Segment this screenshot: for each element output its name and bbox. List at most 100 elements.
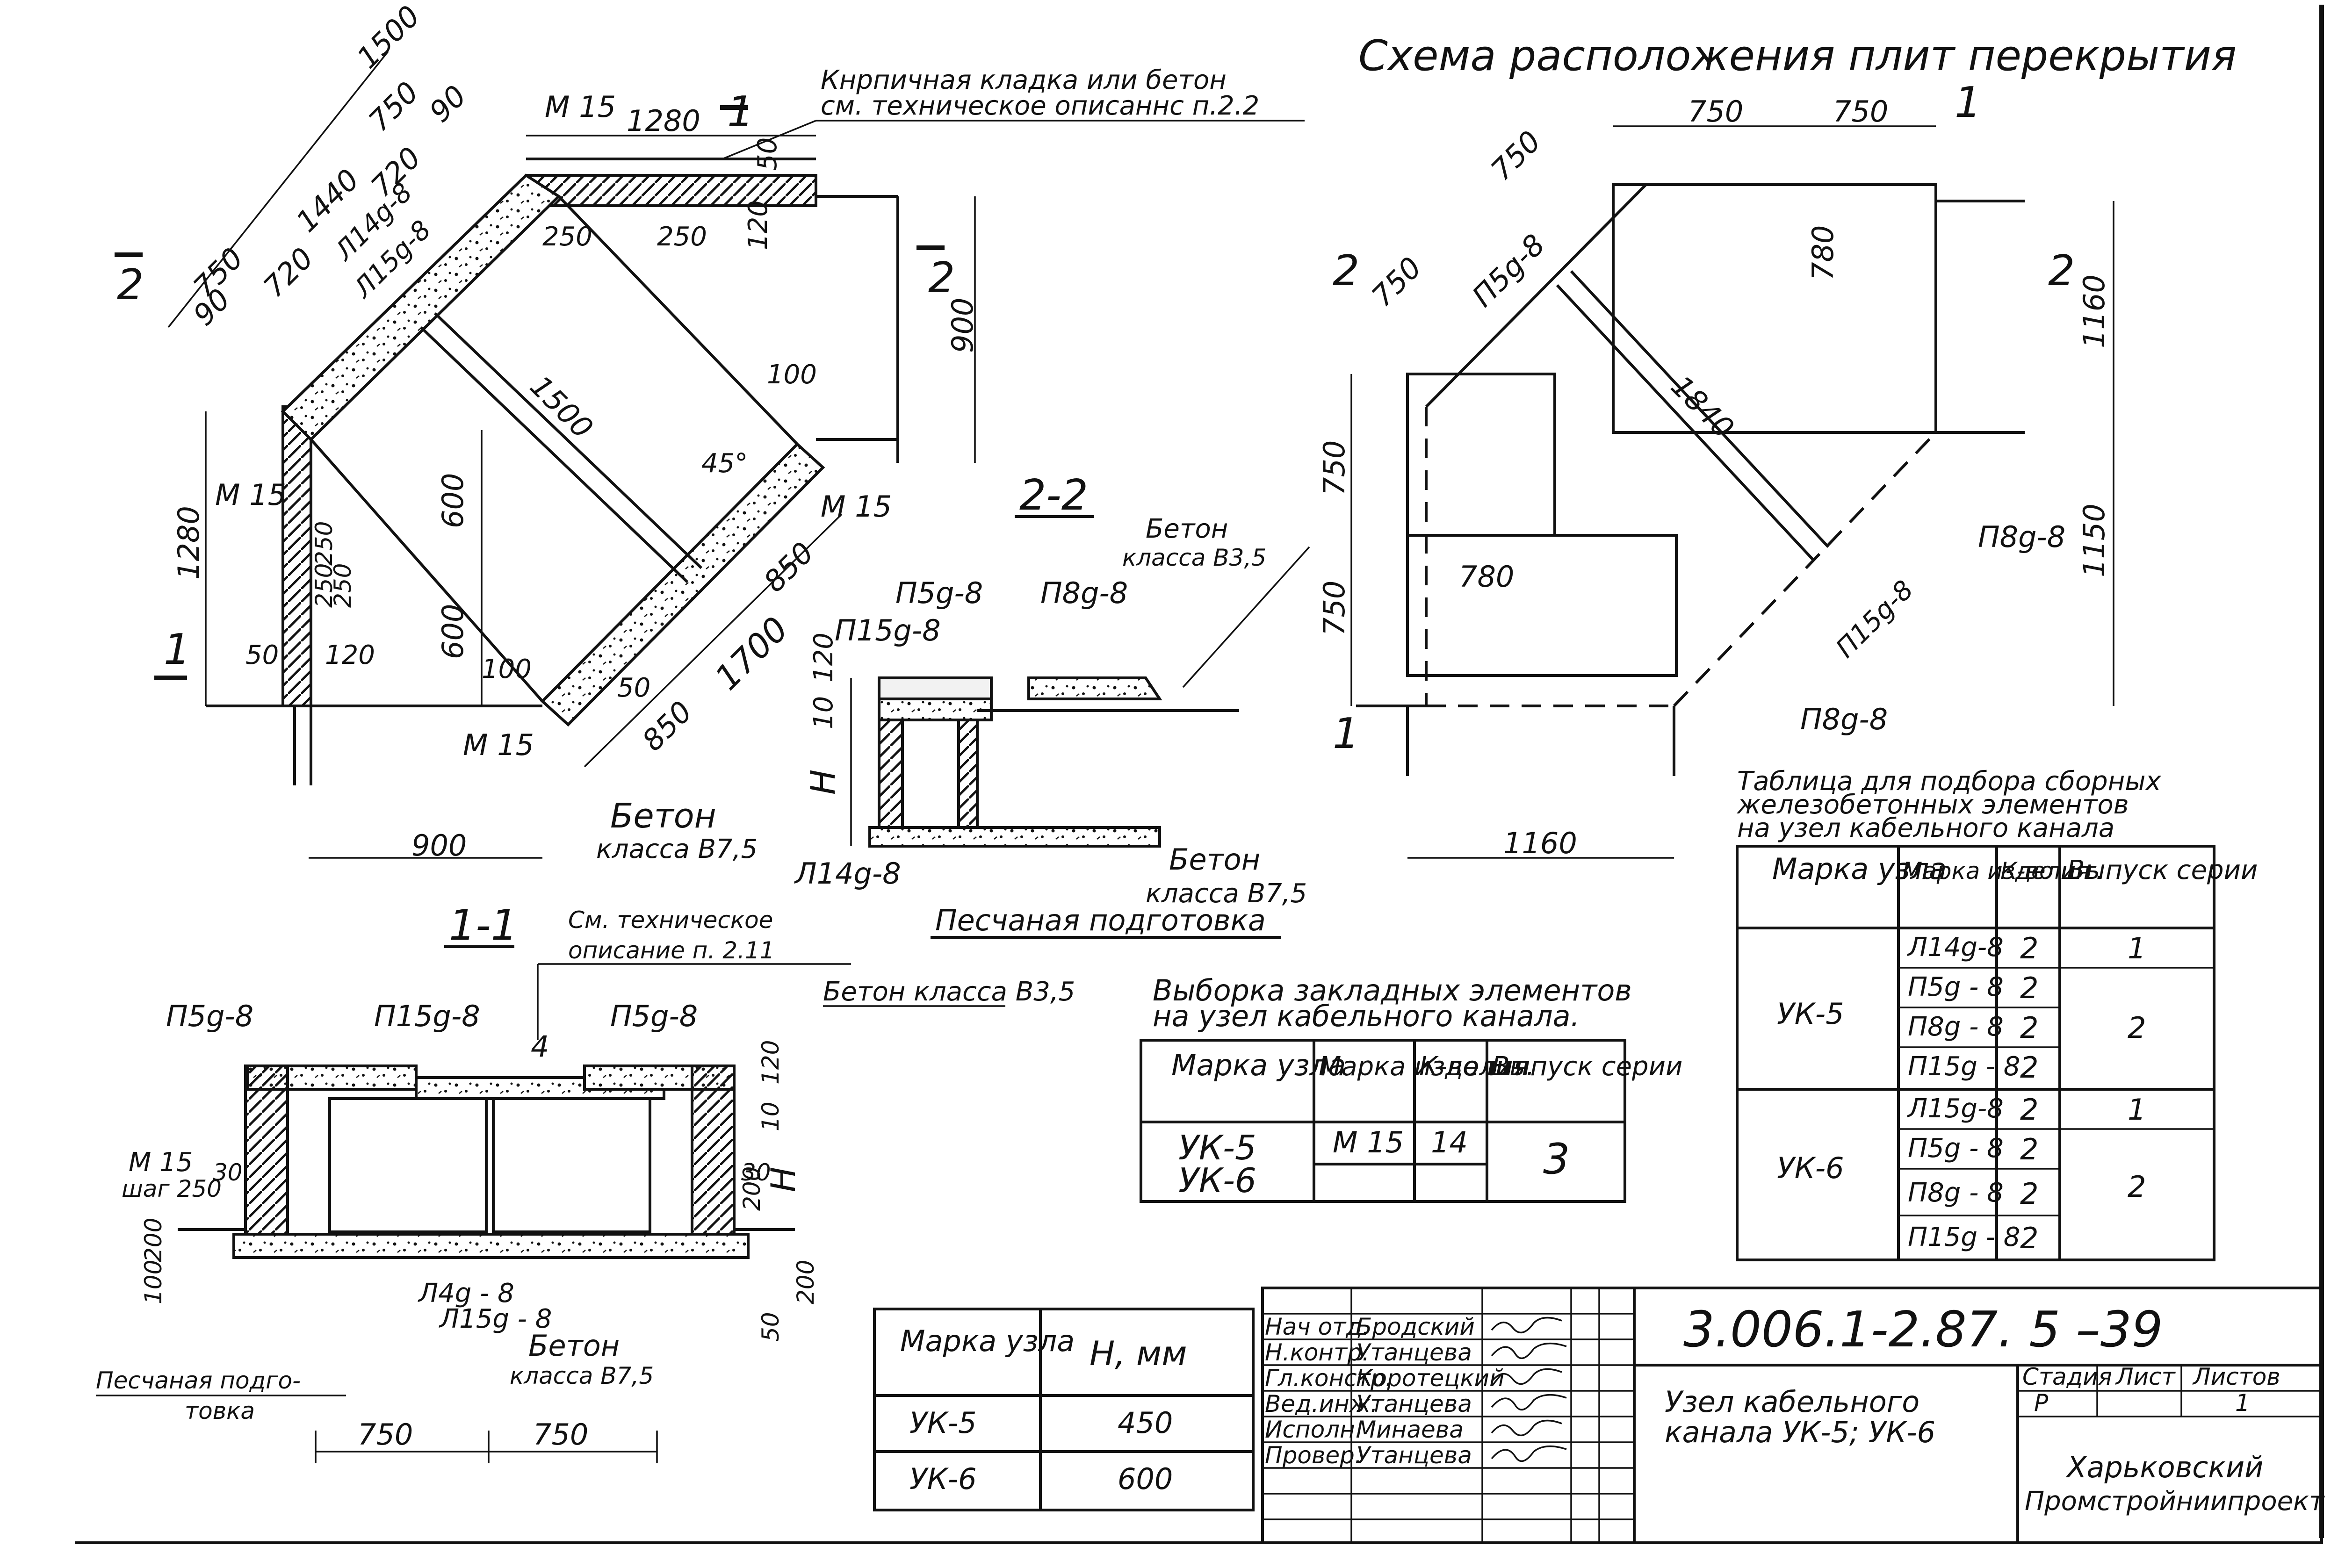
selection-g0-r1-qty: 2 xyxy=(2020,971,2038,1005)
embedded-th-0: Марка узла xyxy=(1171,1048,1346,1082)
s11-dim-h: H xyxy=(764,1167,803,1192)
s11-dim-50: 50 xyxy=(757,1312,784,1342)
selection-table-frame xyxy=(1736,845,2215,1261)
tb-role-2: Гл.констр. xyxy=(1265,1365,1393,1392)
tb-sheet-label: Лист xyxy=(2115,1363,2176,1390)
scheme-dim-750b: 750 xyxy=(1833,94,1888,129)
s11-beton35: Бетон класса В3,5 xyxy=(823,977,1075,1007)
s11-p5b: П5g-8 xyxy=(610,999,698,1033)
tb-sheets-label: Листов xyxy=(2192,1363,2280,1390)
scheme-dim-750f: 750 xyxy=(1317,581,1351,636)
selection-g1-series1: 1 xyxy=(2128,1093,2146,1127)
label-beton-class-plan: класса В7,5 xyxy=(596,834,758,864)
dim-250a: 250 xyxy=(542,222,592,252)
dim-850b: 850 xyxy=(635,694,699,757)
selection-g1-r2-item: П8g - 8 xyxy=(1908,1178,2004,1208)
embedded-node1: УК-5 xyxy=(1178,1128,1256,1167)
selection-th-2: К-во шт. xyxy=(2000,857,2103,885)
scheme-diag-inner xyxy=(1556,284,1816,562)
embedded-qty: 14 xyxy=(1431,1125,1468,1159)
s11-p15: П15g-8 xyxy=(374,999,480,1033)
s11-dim-200a: 200 xyxy=(738,1166,765,1211)
tb-name-line2: канала УК-5; УК-6 xyxy=(1665,1415,1935,1449)
selection-g1-r3-qty: 2 xyxy=(2020,1221,2038,1255)
s11-cell-right xyxy=(492,1097,651,1233)
plan-diag-cut-upper xyxy=(310,439,544,702)
selection-g0-r2-item: П8g - 8 xyxy=(1908,1012,2004,1042)
plan-dim-1700-line xyxy=(584,513,843,768)
s11-beton-class: класса В7,5 xyxy=(510,1362,654,1389)
s11-tech1: См. техническое xyxy=(568,906,773,934)
diagonal-slab-lower xyxy=(540,442,825,727)
s22-beton: Бетон xyxy=(1146,514,1228,544)
dim-50a: 50 xyxy=(752,137,783,171)
s22-base xyxy=(868,826,1161,848)
s22-beton-leader xyxy=(1182,546,1310,688)
dim-250e: 250 xyxy=(329,563,356,608)
plan-diag-inner-lower xyxy=(433,312,703,569)
title-block: Нач отд. Бродский Н.контр. Утанцева Гл.к… xyxy=(1261,1287,2325,1544)
dim-100a: 100 xyxy=(767,360,817,390)
dim-1700: 1700 xyxy=(707,609,796,698)
selection-g1-r3-item: П15g - 8 xyxy=(1908,1222,2020,1252)
dim-900-right: 900 xyxy=(945,298,980,353)
s22-p15: П15g-8 xyxy=(835,613,941,647)
title-block-frame xyxy=(1261,1287,2323,1544)
layout-scheme-title: Схема расположения плит перекрытия xyxy=(1358,31,2237,80)
signature-1 xyxy=(1491,1342,1567,1359)
s22-slab-left xyxy=(878,676,993,700)
h-table-frame xyxy=(873,1308,1255,1511)
embedded-table-title1: Выборка закладных элементов xyxy=(1153,973,1632,1007)
selection-g0-r0-qty: 2 xyxy=(2020,931,2038,965)
s22-wall-left xyxy=(878,719,904,829)
scheme-dim-1160-bottom: 1160 xyxy=(1503,826,1577,860)
s11-step: шаг 250 xyxy=(122,1175,222,1202)
s22-slab-right xyxy=(1027,676,1162,700)
dim-600a: 600 xyxy=(436,473,470,528)
tb-name-4: Минаева xyxy=(1356,1416,1464,1443)
s11-l15: Л15g - 8 xyxy=(439,1304,552,1334)
s11-dim-30b: 30 xyxy=(741,1159,771,1186)
tb-role-5: Провер. xyxy=(1265,1442,1362,1469)
scheme-dim-780b: 780 xyxy=(1459,560,1514,594)
s22-beton-class: класса В3,5 xyxy=(1122,544,1266,571)
selection-g1-r0-qty: 2 xyxy=(2020,1093,2038,1127)
s11-sand1: Песчаная подго- xyxy=(96,1367,301,1394)
embedded-th-3: Выпуск серии xyxy=(1492,1051,1682,1082)
h-th-1: H, мм xyxy=(1090,1334,1187,1373)
selection-g0-r0-item: Л14g-8 xyxy=(1907,932,2004,963)
h-table: Марка узла H, мм УК-5 450 УК-6 600 xyxy=(873,1308,1255,1511)
section-2-left-label: 2 xyxy=(117,260,144,309)
h-row-1-node: УК-6 xyxy=(909,1462,977,1496)
dim-250d: 250 xyxy=(310,563,338,608)
s11-base xyxy=(232,1233,750,1259)
signature-2 xyxy=(1491,1368,1562,1385)
selection-title1: Таблица для подбора сборных xyxy=(1737,766,2161,797)
scheme-section-1-top: 1 xyxy=(1955,78,1981,127)
top-note-leader xyxy=(722,120,816,160)
scheme-dim-750c: 750 xyxy=(1484,124,1547,187)
h-row-0-node: УК-5 xyxy=(909,1406,977,1440)
signature-0 xyxy=(1491,1316,1562,1334)
s22-dim-10: 10 xyxy=(808,696,839,729)
tb-role-3: Вед.инж. xyxy=(1265,1390,1378,1417)
scheme-dim-750e: 750 xyxy=(1317,440,1351,496)
tb-name-3: Утанцева xyxy=(1356,1390,1472,1417)
tb-name-2: Коротецкий xyxy=(1356,1365,1505,1392)
scheme-section-1-bottom: 1 xyxy=(1333,709,1359,758)
selection-table: Таблица для подбора сборных железобетонн… xyxy=(1736,766,2258,1261)
slab-layout-scheme: Схема расположения плит перекрытия 750 7… xyxy=(1317,31,2237,860)
selection-g1-r1-qty: 2 xyxy=(2020,1132,2038,1166)
label-beton-plan: Бетон xyxy=(610,796,716,835)
label-m15-bottom: M 15 xyxy=(463,728,534,762)
s11-wall-left xyxy=(244,1065,289,1236)
dim-250b: 250 xyxy=(657,222,707,252)
top-note-line1: Кнрпичная кладка или бетон xyxy=(821,65,1227,95)
brick-wall-left xyxy=(281,405,312,707)
dim-1280-top: 1280 xyxy=(627,104,700,138)
signature-4 xyxy=(1491,1419,1562,1437)
top-note: Кнрпичная кладка или бетон см. техническ… xyxy=(722,65,1305,160)
dim-90b: 90 xyxy=(187,282,237,332)
s22-p5: П5g-8 xyxy=(895,576,983,610)
